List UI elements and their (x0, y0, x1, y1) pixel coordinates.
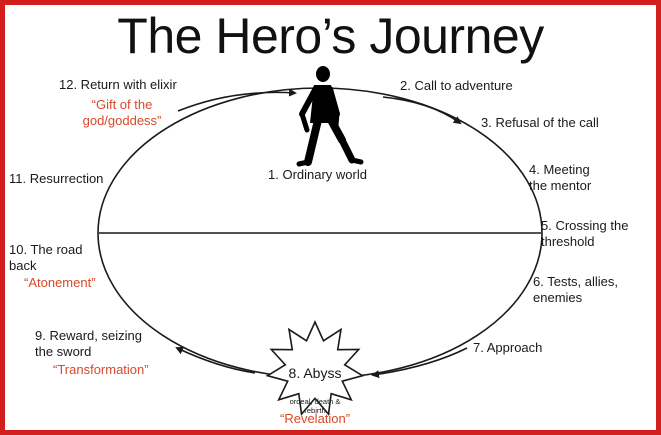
stage-3-label: 3. Refusal of the call (481, 115, 599, 130)
arrow-abyss-to-reward (175, 346, 256, 374)
arrow-call-to-refusal (382, 96, 462, 125)
stage-7-label: 7. Approach (473, 340, 543, 355)
walking-man-icon (296, 66, 364, 167)
diagram-title: The Hero’s Journey (117, 8, 544, 64)
journey-diagram (97, 66, 543, 416)
stage-1-label: 1. Ordinary world (268, 167, 367, 182)
theme-atonement: “Atonement” (24, 275, 96, 290)
stage-8-block: 8. Abyss ordeal, death & rebirth (255, 349, 375, 431)
starburst-icon (265, 320, 365, 416)
stage-11-label: 11. Resurrection (9, 171, 104, 186)
arrow-approach-to-abyss (371, 347, 468, 379)
stage-4-label: 4. Meeting the mentor (529, 162, 592, 193)
stage-10-label: 10. The road back (9, 242, 83, 273)
theme-transformation: “Transformation” (53, 362, 149, 377)
theme-gift: “Gift of the god/goddess” (82, 97, 162, 128)
theme-revelation: “Revelation” (280, 411, 351, 426)
stage-5-label: 5. Crossing the threshold (541, 218, 629, 249)
stage-2-label: 2. Call to adventure (400, 78, 513, 93)
arrow-return-to-top (177, 88, 297, 112)
stage-6-label: 6. Tests, allies, enemies (533, 274, 619, 305)
stage-12-label: 12. Return with elixir (59, 77, 177, 92)
stage-8-subtitle: ordeal, death & rebirth (289, 397, 341, 415)
stage-9-label: 9. Reward, seizing the sword (35, 328, 142, 359)
stage-8-label: 8. Abyss (288, 365, 342, 381)
